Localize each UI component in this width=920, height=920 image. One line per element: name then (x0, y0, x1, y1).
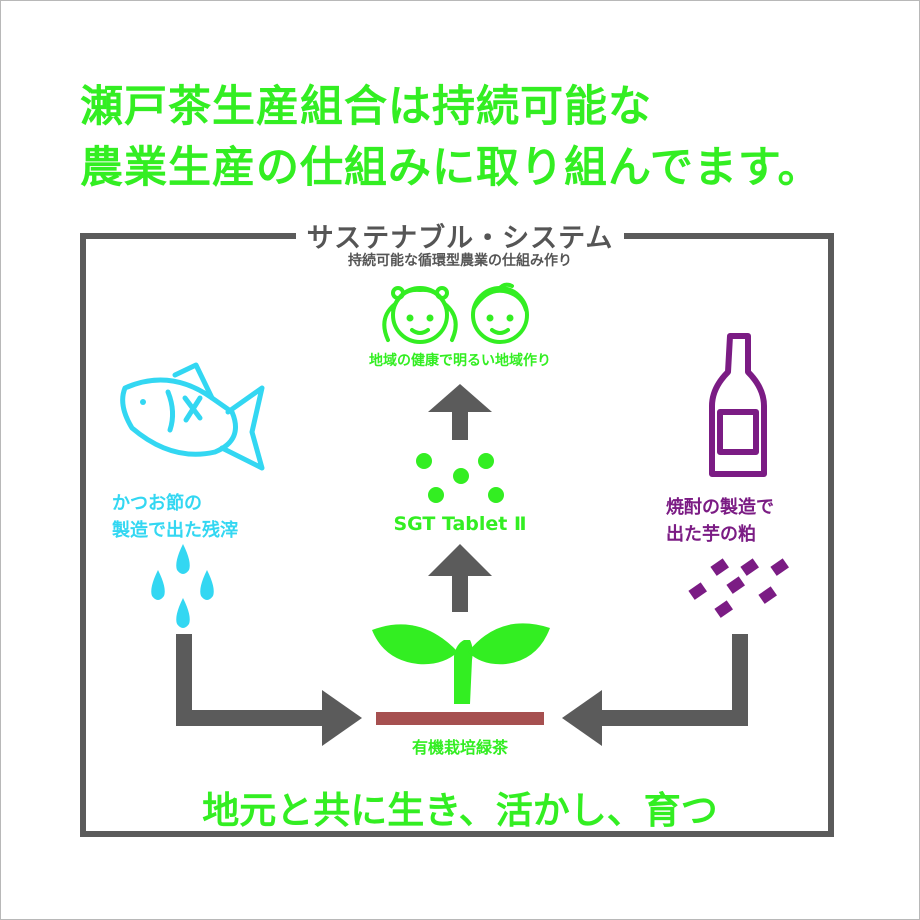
headline-line-2: 農業生産の仕組みに取り組んでます。 (80, 143, 822, 193)
community-label: 地域の健康で明るい地域作り (369, 353, 551, 369)
slogan: 地元と共に生き、活かし、育つ (202, 789, 718, 832)
up-arrow-upper (428, 384, 492, 440)
right-label-line-1: 焼酎の製造で (666, 497, 774, 518)
tablet-dots-icon (416, 453, 504, 503)
soil-bar (376, 712, 544, 725)
tea-label: 有機栽培緑茶 (411, 738, 508, 757)
potato-pieces-icon (688, 558, 789, 618)
tea-sprout-icon (372, 623, 550, 704)
boy-face-icon (471, 282, 529, 344)
system-title-block: サステナブル・システム 持続可能な循環型農業の仕組み作り (296, 214, 624, 274)
tablet-label: SGT Tablet Ⅱ (393, 513, 527, 535)
left-label-line-1: かつお節の (112, 493, 202, 514)
fish-icon (120, 362, 265, 471)
system-title: サステナブル・システム (306, 223, 614, 254)
right-label-line-2: 出た芋の粕 (666, 524, 756, 545)
headline-line-1: 瀬戸茶生産組合は持続可能な (80, 82, 652, 132)
girl-face-icon (382, 286, 458, 344)
up-arrow-lower (428, 544, 492, 612)
left-label-line-2: 製造で出た残滓 (112, 520, 238, 541)
system-subtitle: 持続可能な循環型農業の仕組み作り (348, 253, 572, 269)
left-flow-arrow (176, 634, 362, 746)
bottle-icon (709, 333, 767, 477)
right-flow-arrow (562, 634, 748, 746)
droplets-icon (151, 544, 214, 628)
